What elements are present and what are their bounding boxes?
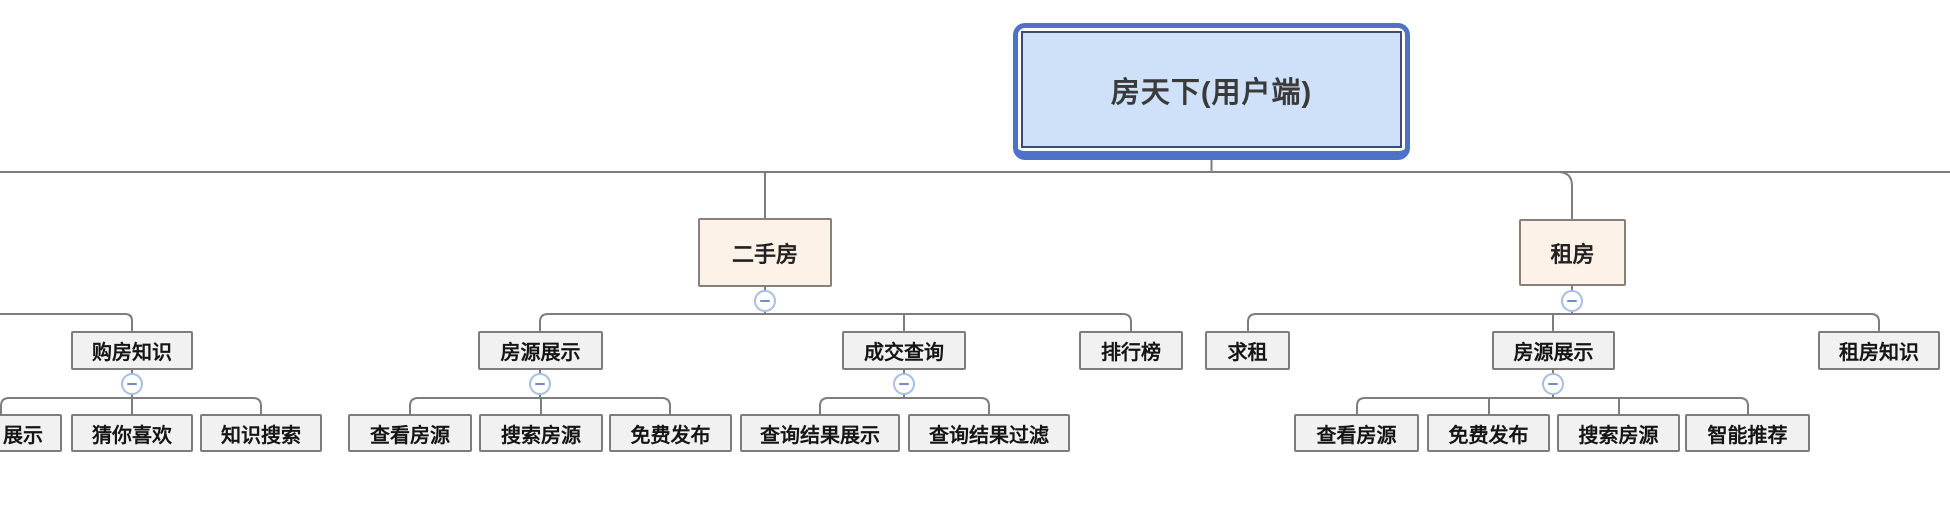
collapse-icon-deal-query[interactable] <box>893 373 915 395</box>
node-rent-free-publish[interactable]: 免费发布 <box>1427 414 1550 452</box>
minus-icon <box>127 383 137 385</box>
node-renting[interactable]: 租房 <box>1519 219 1626 286</box>
node-view-listing[interactable]: 查看房源 <box>348 414 472 452</box>
node-rent-request[interactable]: 求租 <box>1205 331 1290 370</box>
node-listing-display[interactable]: 房源展示 <box>478 331 603 370</box>
minus-icon <box>899 383 909 385</box>
collapse-icon-listing-display[interactable] <box>529 373 551 395</box>
collapse-icon-secondhand[interactable] <box>754 290 776 312</box>
root-node-label: 房天下(用户端) <box>1021 31 1402 148</box>
minus-icon <box>760 300 770 302</box>
collapse-icon-buying-knowledge[interactable] <box>121 373 143 395</box>
collapse-icon-rent-listing-display[interactable] <box>1542 373 1564 395</box>
node-rent-view-listing[interactable]: 查看房源 <box>1294 414 1419 452</box>
node-rent-listing-display[interactable]: 房源展示 <box>1492 331 1615 370</box>
collapse-icon-renting[interactable] <box>1561 290 1583 312</box>
node-ranking-list[interactable]: 排行榜 <box>1079 331 1183 370</box>
node-smart-recommend[interactable]: 智能推荐 <box>1685 414 1810 452</box>
node-secondhand-house[interactable]: 二手房 <box>698 218 832 287</box>
node-free-publish[interactable]: 免费发布 <box>609 414 732 452</box>
root-node[interactable]: 房天下(用户端) <box>1013 23 1410 160</box>
minus-icon <box>535 383 545 385</box>
node-guess-you-like[interactable]: 猜你喜欢 <box>71 414 193 452</box>
node-display-clipped[interactable]: 展示 <box>0 414 62 452</box>
node-rent-search-listing[interactable]: 搜索房源 <box>1557 414 1680 452</box>
node-query-result-display[interactable]: 查询结果展示 <box>740 414 900 452</box>
node-buying-knowledge[interactable]: 购房知识 <box>71 331 193 370</box>
node-rental-knowledge[interactable]: 租房知识 <box>1818 331 1940 370</box>
node-query-result-filter[interactable]: 查询结果过滤 <box>908 414 1070 452</box>
minus-icon <box>1567 300 1577 302</box>
node-deal-query[interactable]: 成交查询 <box>842 331 966 370</box>
node-knowledge-search[interactable]: 知识搜索 <box>200 414 322 452</box>
node-search-listing[interactable]: 搜索房源 <box>479 414 603 452</box>
minus-icon <box>1548 383 1558 385</box>
